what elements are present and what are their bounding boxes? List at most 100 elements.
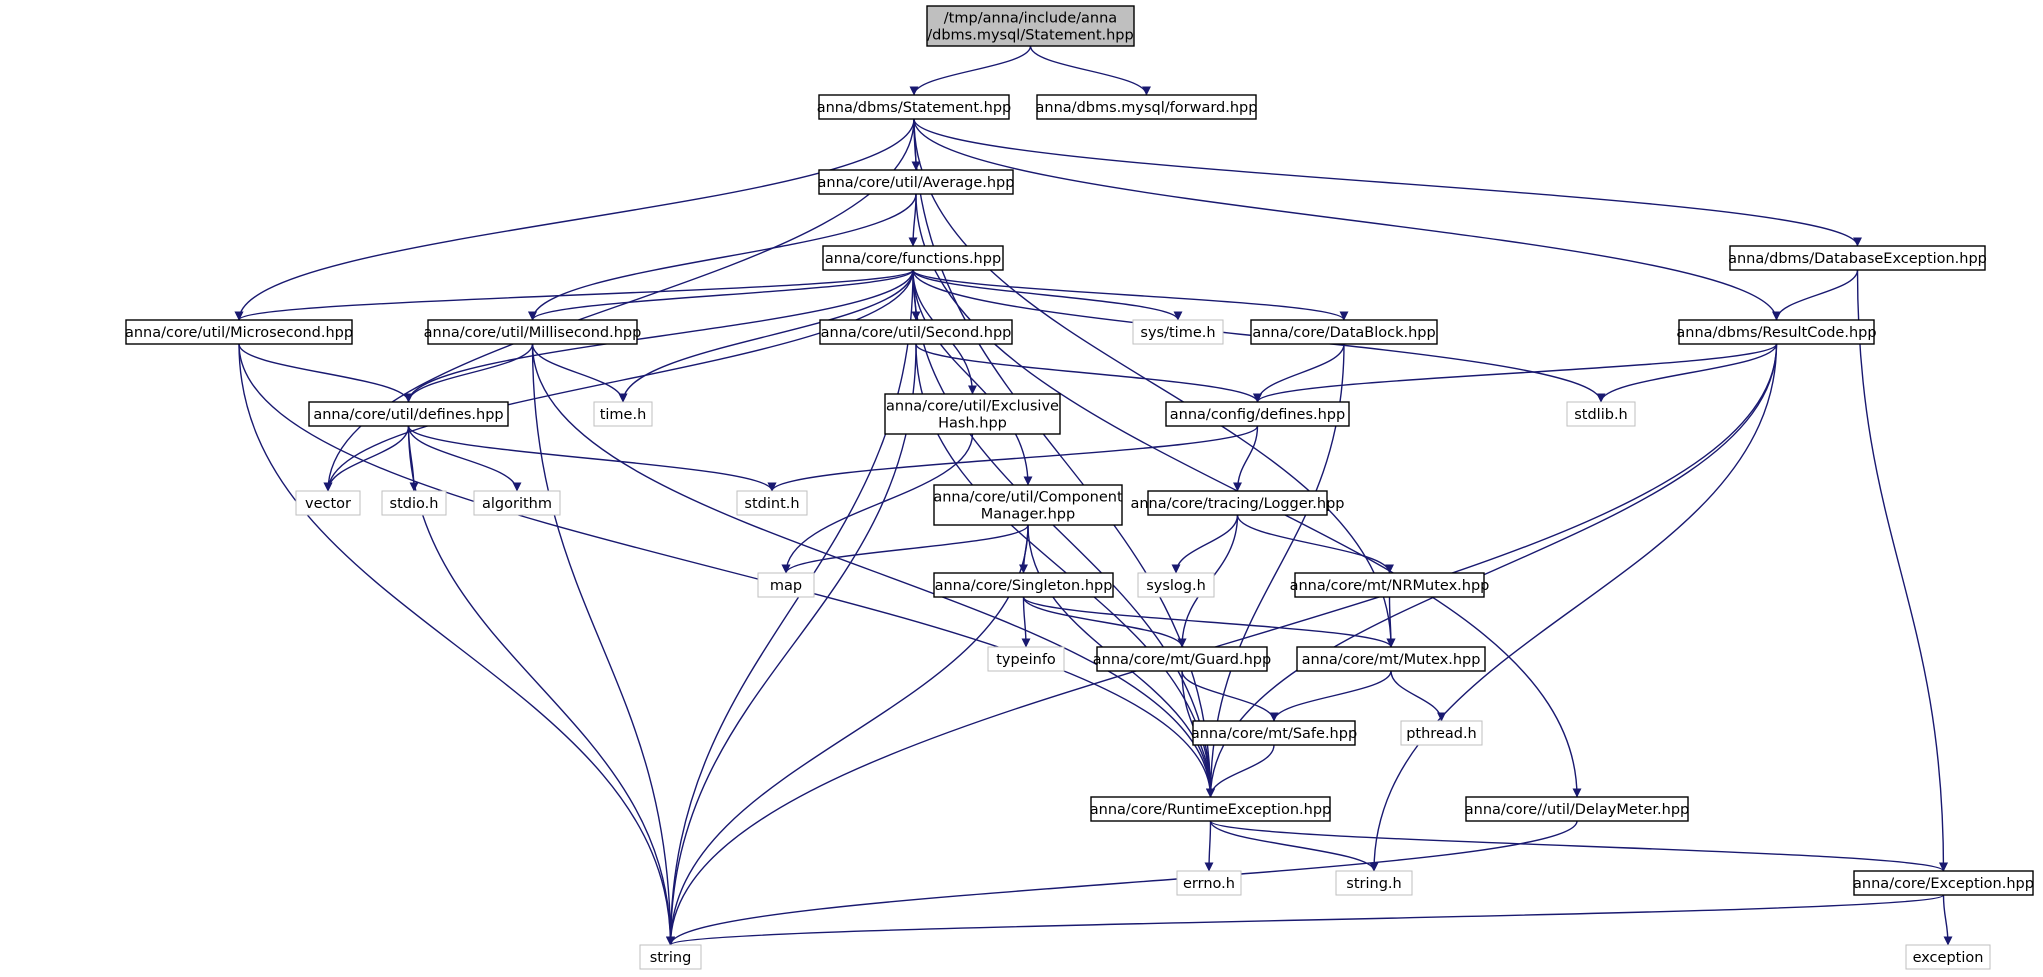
edge-line xyxy=(1942,894,1953,946)
node-forward[interactable]: anna/dbms.mysql/forward.hpp xyxy=(1036,94,1258,120)
edge-functions-to-vector xyxy=(323,269,914,492)
node-label: anna/core/util/Millisecond.hpp xyxy=(424,325,642,341)
node-second[interactable]: anna/core/util/Second.hpp xyxy=(819,319,1013,345)
node-configdefines[interactable]: anna/config/defines.hpp xyxy=(1165,401,1350,427)
node-statement[interactable]: anna/dbms/Statement.hpp xyxy=(817,94,1012,120)
node-label: algorithm xyxy=(482,496,552,512)
edge-functions-to-utildefines xyxy=(404,269,914,403)
edge-line xyxy=(234,269,914,321)
edge-functions-to-microsecond xyxy=(234,269,914,321)
edge-line xyxy=(666,343,1778,946)
node-utildefines[interactable]: anna/core/util/defines.hpp xyxy=(308,401,509,427)
edge-line xyxy=(666,820,1578,946)
edge-componentmgr-to-string xyxy=(666,524,1029,946)
node-label: anna/dbms/DatabaseException.hpp xyxy=(1728,251,1987,267)
edge-line xyxy=(666,524,1029,946)
node-millisecond[interactable]: anna/core/util/Millisecond.hpp xyxy=(424,319,642,345)
node-box xyxy=(819,319,1013,345)
edge-line xyxy=(666,894,1945,946)
node-label: stdio.h xyxy=(390,496,439,512)
node-label: /tmp/anna/include/anna xyxy=(944,11,1117,27)
node-box xyxy=(818,169,1014,195)
edge-resultcode-to-configdefines xyxy=(1253,343,1778,403)
node-logger[interactable]: anna/core/tracing/Logger.hpp xyxy=(1130,490,1345,516)
node-label: stdlib.h xyxy=(1574,407,1628,423)
edge-functions-to-systime xyxy=(912,269,1183,321)
node-exceptionsys: exception xyxy=(1905,944,1991,970)
edge-second-to-string xyxy=(666,343,917,946)
node-box xyxy=(933,572,1114,598)
node-box xyxy=(757,572,815,598)
node-singleton[interactable]: anna/core/Singleton.hpp xyxy=(933,572,1114,598)
edge-line xyxy=(407,425,675,946)
node-box xyxy=(125,319,353,345)
edge-resultcode-to-runtimeexc xyxy=(1206,343,1778,798)
node-box xyxy=(1036,94,1257,120)
edge-line xyxy=(913,118,1781,321)
node-safe[interactable]: anna/core/mt/Safe.hpp xyxy=(1191,720,1357,746)
edge-statement-to-runtimeexc xyxy=(913,118,1215,798)
node-mutex[interactable]: anna/core/mt/Mutex.hpp xyxy=(1296,646,1486,672)
edge-line xyxy=(1369,343,1778,872)
edge-line xyxy=(1209,820,1379,872)
edge-line xyxy=(912,269,1215,798)
node-label: anna/core/Exception.hpp xyxy=(1853,876,2034,892)
node-dbexception[interactable]: anna/dbms/DatabaseException.hpp xyxy=(1728,245,1987,271)
edge-line xyxy=(767,425,1259,492)
edge-utildefines-to-algorithm xyxy=(407,425,522,492)
edge-line xyxy=(1253,343,1778,403)
node-stringh: string.h xyxy=(1335,870,1413,896)
node-resultcode[interactable]: anna/dbms/ResultCode.hpp xyxy=(1676,319,1877,345)
node-box xyxy=(1147,490,1328,516)
edge-configdefines-to-logger xyxy=(1233,425,1259,492)
node-box xyxy=(1176,870,1242,896)
edge-nrmutex-to-mutex xyxy=(1386,596,1396,648)
edge-line xyxy=(915,343,1262,403)
edge-componentmgr-to-map xyxy=(781,524,1029,574)
edge-resultcode-to-stringh xyxy=(1369,343,1778,872)
edge-millisecond-to-runtimeexc xyxy=(531,343,1215,798)
node-nrmutex[interactable]: anna/core/mt/NRMutex.hpp xyxy=(1290,572,1490,598)
node-label: anna/core/Singleton.hpp xyxy=(935,578,1113,594)
node-algorithm: algorithm xyxy=(473,490,561,516)
node-root[interactable]: /tmp/anna/include/anna/dbms.mysql/Statem… xyxy=(926,5,1135,47)
node-box xyxy=(1905,944,1991,970)
edge-mutex-to-safe xyxy=(1269,670,1392,722)
edge-exclusivehash-to-map xyxy=(781,433,974,574)
edge-line xyxy=(1204,820,1214,872)
edge-resultcode-to-string xyxy=(666,343,1778,946)
node-average[interactable]: anna/core/util/Average.hpp xyxy=(818,169,1015,195)
node-guard[interactable]: anna/core/mt/Guard.hpp xyxy=(1093,646,1271,672)
edge-line xyxy=(666,343,917,946)
node-map: map xyxy=(757,572,815,598)
node-box xyxy=(884,393,1061,435)
node-label: anna/core/util/defines.hpp xyxy=(313,407,503,423)
node-exception[interactable]: anna/core/Exception.hpp xyxy=(1853,870,2034,896)
node-runtimeexc[interactable]: anna/core/RuntimeException.hpp xyxy=(1090,796,1331,822)
edge-line xyxy=(1856,269,1948,872)
node-functions[interactable]: anna/core/functions.hpp xyxy=(822,245,1004,271)
node-label: vector xyxy=(305,496,351,512)
edge-logger-to-syslog xyxy=(1171,514,1239,574)
node-label: anna/core//util/DelayMeter.hpp xyxy=(1465,802,1690,818)
node-box xyxy=(987,646,1065,672)
node-typeinfo: typeinfo xyxy=(987,646,1065,672)
node-datablock[interactable]: anna/core/DataBlock.hpp xyxy=(1250,319,1438,345)
edge-line xyxy=(909,45,1032,96)
node-box xyxy=(308,401,509,427)
edge-millisecond-to-timeh xyxy=(531,343,628,403)
node-label: anna/core/mt/NRMutex.hpp xyxy=(1290,578,1490,594)
node-box xyxy=(381,490,447,516)
node-box xyxy=(473,490,561,516)
edge-singleton-to-mutex xyxy=(1022,596,1396,648)
node-label: Hash.hpp xyxy=(938,416,1007,432)
edge-line xyxy=(1021,596,1031,648)
edge-singleton-to-typeinfo xyxy=(1021,596,1031,648)
node-delaymeter[interactable]: anna/core//util/DelayMeter.hpp xyxy=(1465,796,1690,822)
node-microsecond[interactable]: anna/core/util/Microsecond.hpp xyxy=(125,319,353,345)
edge-configdefines-to-stdint xyxy=(767,425,1259,492)
node-timeh: time.h xyxy=(593,401,653,427)
edge-line xyxy=(404,343,534,403)
